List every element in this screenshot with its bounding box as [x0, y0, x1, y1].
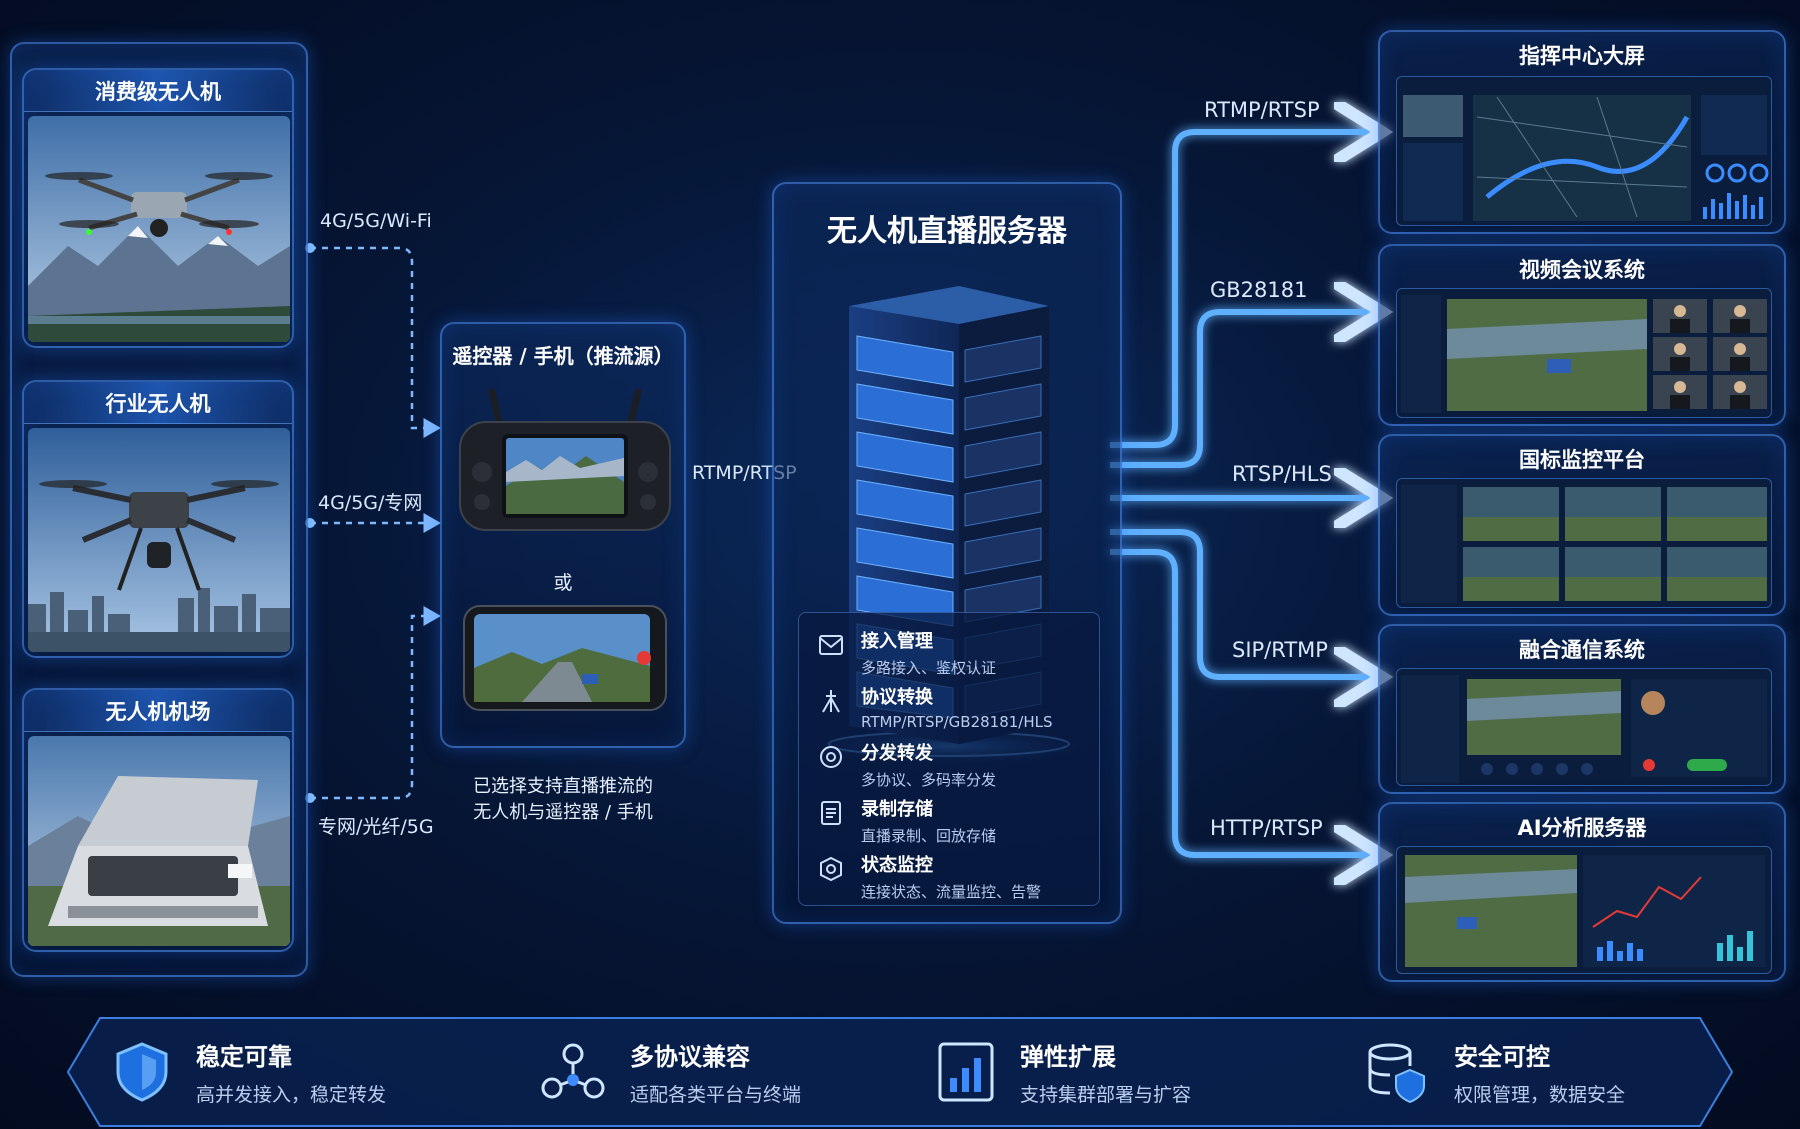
pusher-note: 已选择支持直播推流的 无人机与遥控器 / 手机 — [440, 774, 686, 826]
feature-title: 弹性扩展 — [1020, 1043, 1116, 1071]
source-link-label: 4G/5G/专网 — [318, 492, 423, 514]
source-card-title: 无人机机场 — [24, 690, 292, 732]
target-title: 融合通信系统 — [1519, 638, 1645, 662]
chart-icon — [938, 1042, 994, 1102]
source-card-title: 行业无人机 — [24, 382, 292, 424]
feature-sub: 高并发接入，稳定转发 — [196, 1084, 387, 1106]
video-conference-screen — [1396, 288, 1772, 418]
server-panel: 无人机直播服务器 — [772, 182, 1122, 924]
source-links — [310, 246, 441, 800]
ai-analysis-screen — [1396, 846, 1772, 974]
target-gb-monitoring: 国标监控平台 — [1378, 434, 1786, 616]
secure-db-icon — [1368, 1043, 1425, 1104]
pusher-protocol-label: RTMP/RTSP — [692, 462, 797, 484]
pusher-note-line: 已选择支持直播推流的 — [473, 776, 653, 797]
feature-secure: 安全可控权限管理，数据安全 — [1364, 1022, 1625, 1122]
target-protocol-label: HTTP/RTSP — [1210, 816, 1323, 840]
source-card-industrial-drone: 行业无人机 — [22, 380, 294, 658]
feature-sub: 权限管理，数据安全 — [1454, 1084, 1626, 1106]
command-center-screen — [1396, 76, 1772, 226]
feature-title: 安全可控 — [1454, 1043, 1550, 1071]
drone-dock-image — [28, 736, 290, 946]
pusher-note-line: 无人机与遥控器 / 手机 — [473, 802, 653, 823]
function-sub: 多路接入、鉴权认证 — [861, 659, 997, 677]
target-protocol-label: SIP/RTMP — [1232, 638, 1328, 662]
server-function-row: 分发转发多协议、多码率分发 — [817, 739, 996, 790]
gb-monitoring-screen — [1396, 478, 1772, 608]
feature-title: 多协议兼容 — [630, 1043, 750, 1071]
industrial-drone-image — [28, 428, 290, 652]
server-title: 无人机直播服务器 — [827, 214, 1067, 249]
source-card-consumer-drone: 消费级无人机 — [22, 68, 294, 348]
source-link-label: 4G/5G/Wi-Fi — [320, 210, 432, 232]
network-icon — [541, 1043, 605, 1099]
function-sub: 直播录制、回放存储 — [861, 827, 997, 845]
server-function-row: 录制存储直播录制、回放存储 — [817, 795, 996, 846]
feature-scalable: 弹性扩展支持集群部署与扩容 — [936, 1022, 1191, 1122]
target-title: 指挥中心大屏 — [1519, 44, 1645, 68]
feature-title: 稳定可靠 — [196, 1043, 292, 1071]
target-video-conference: 视频会议系统 — [1378, 244, 1786, 426]
target-converged-comm: 融合通信系统 — [1378, 624, 1786, 794]
convert-icon — [822, 690, 840, 713]
pusher-title: 遥控器 / 手机（推流源） — [452, 344, 674, 368]
function-sub: 连接状态、流量监控、告警 — [861, 883, 1042, 901]
feature-stable: 稳定可靠高并发接入，稳定转发 — [112, 1022, 386, 1122]
function-title: 状态监控 — [861, 855, 933, 876]
feature-protocols: 多协议兼容适配各类平台与终端 — [540, 1022, 801, 1122]
target-protocol-label: RTSP/HLS — [1232, 462, 1332, 486]
feature-bar-frame — [66, 1017, 1734, 1127]
server-function-row: 状态监控连接状态、流量监控、告警 — [817, 851, 1041, 902]
pusher-panel: 遥控器 / 手机（推流源） 或 — [440, 322, 686, 748]
target-links — [1110, 132, 1370, 855]
phone-image — [462, 604, 668, 712]
target-title: 国标监控平台 — [1519, 448, 1645, 472]
function-title: 接入管理 — [861, 631, 933, 652]
record-icon — [821, 801, 841, 825]
shield-icon — [116, 1042, 168, 1102]
target-command-center: 指挥中心大屏 — [1378, 30, 1786, 234]
distribute-icon — [820, 746, 842, 768]
feature-sub: 支持集群部署与扩容 — [1020, 1084, 1192, 1106]
function-title: 协议转换 — [861, 687, 933, 708]
monitor-icon — [820, 856, 842, 882]
target-title: AI分析服务器 — [1517, 816, 1647, 840]
access-icon — [819, 635, 843, 655]
source-link-label: 专网/光纤/5G — [318, 816, 434, 838]
server-function-row: 接入管理多路接入、鉴权认证 — [817, 627, 996, 678]
function-title: 录制存储 — [861, 799, 933, 820]
target-protocol-label: GB28181 — [1210, 278, 1308, 302]
function-title: 分发转发 — [861, 743, 933, 764]
consumer-drone-image — [28, 116, 290, 342]
converged-comm-screen — [1396, 668, 1772, 786]
server-function-row: 协议转换 RTMP/RTSP/GB28181/HLS — [817, 683, 1053, 731]
target-title: 视频会议系统 — [1519, 258, 1645, 282]
source-card-title: 消费级无人机 — [24, 70, 292, 112]
remote-controller-image — [456, 386, 674, 536]
or-label: 或 — [553, 572, 573, 594]
target-ai-analysis: AI分析服务器 — [1378, 802, 1786, 982]
source-card-drone-dock: 无人机机场 — [22, 688, 294, 952]
function-sub: RTMP/RTSP/GB28181/HLS — [861, 713, 1053, 731]
feature-sub: 适配各类平台与终端 — [630, 1084, 802, 1106]
function-sub: 多协议、多码率分发 — [861, 771, 997, 789]
target-protocol-label: RTMP/RTSP — [1204, 98, 1320, 122]
